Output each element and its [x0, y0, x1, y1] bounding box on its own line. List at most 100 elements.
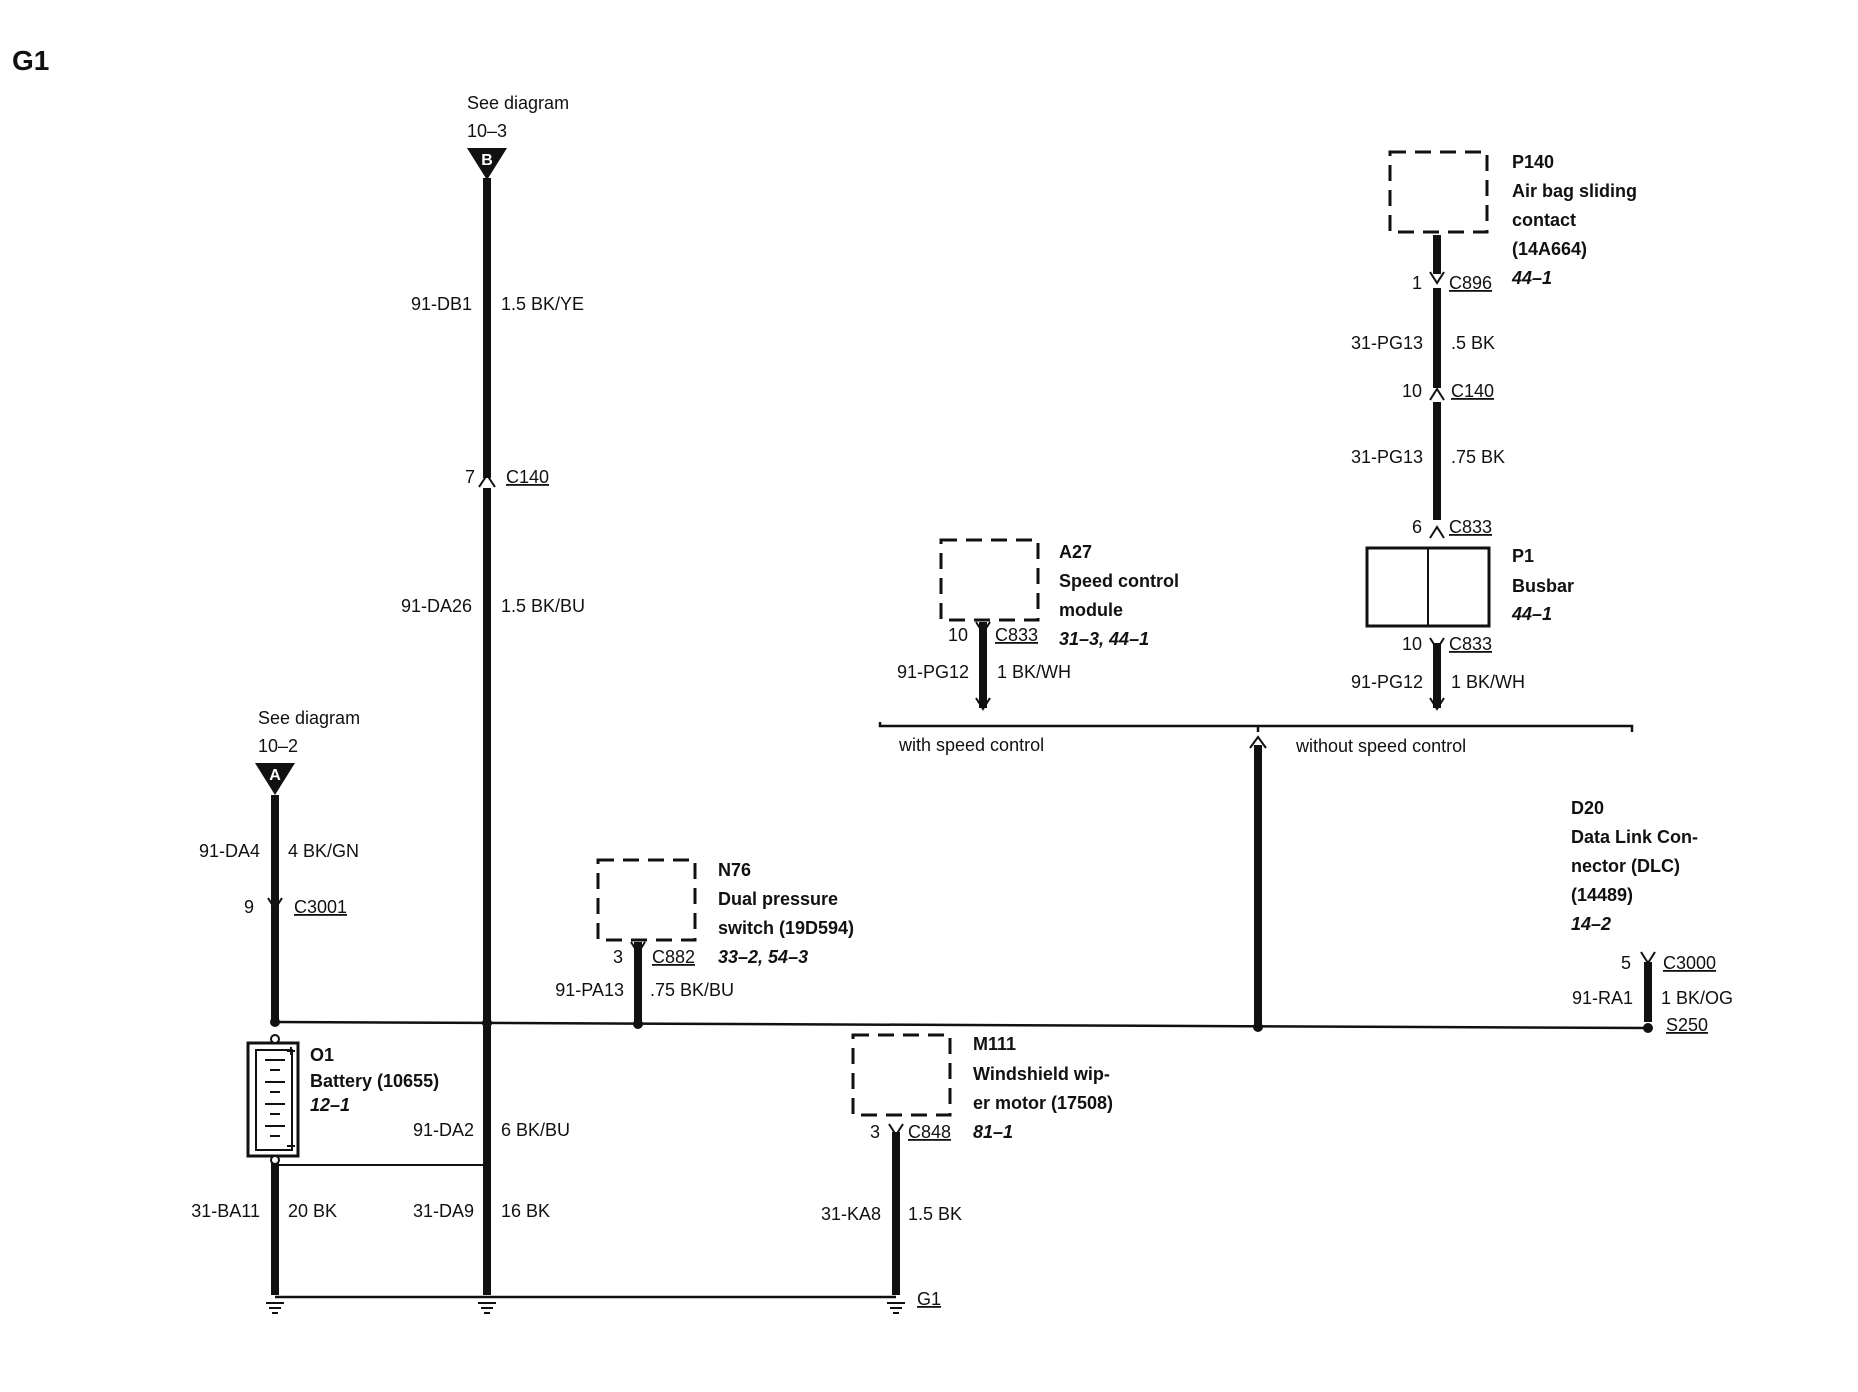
- see-diagram-b-ref[interactable]: 10–3: [467, 121, 507, 141]
- p140-line2: contact: [1512, 210, 1576, 230]
- connector-c833[interactable]: C833: [995, 625, 1038, 645]
- p1-code: P1: [1512, 546, 1534, 566]
- m111-code: M111: [973, 1034, 1016, 1054]
- m111-ref[interactable]: 81–1: [973, 1122, 1013, 1142]
- connector-c848[interactable]: C848: [908, 1122, 951, 1142]
- connector-pin: 3: [870, 1122, 880, 1142]
- junction-dot: [482, 1018, 492, 1028]
- wire-id: 91-PA13: [555, 980, 624, 1000]
- connector-c140[interactable]: C140: [506, 467, 549, 487]
- d20-line3: (14489): [1571, 885, 1633, 905]
- connector-pin: 10: [1402, 634, 1422, 654]
- wire-id: 91-DA26: [401, 596, 472, 616]
- connector-c3001[interactable]: C3001: [294, 897, 347, 917]
- connector-pin: 1: [1412, 273, 1422, 293]
- connector-c3000[interactable]: C3000: [1663, 953, 1716, 973]
- junction-dot: [270, 1017, 280, 1027]
- wire-id: 31-PG13: [1351, 447, 1423, 467]
- junction-dot: [633, 1019, 643, 1029]
- battery-icon[interactable]: [246, 1034, 300, 1165]
- p140-line3: (14A664): [1512, 239, 1587, 259]
- n76-code: N76: [718, 860, 751, 880]
- splice-dot: [1643, 1023, 1653, 1033]
- connector-chevron-icon: [1429, 697, 1445, 711]
- connector-chevron-icon: [888, 1123, 904, 1137]
- m111-line2: er motor (17508): [973, 1093, 1113, 1113]
- wire-spec: 1.5 BK/YE: [501, 294, 584, 314]
- junction-dot: [1253, 1022, 1263, 1032]
- see-diagram-a-label: See diagram: [258, 708, 360, 728]
- splice-s250[interactable]: S250: [1666, 1015, 1708, 1035]
- wire-id: 31-PG13: [1351, 333, 1423, 353]
- connector-chevron-icon: [975, 621, 991, 635]
- m111-line1: Windshield wip-: [973, 1064, 1110, 1084]
- wire-spec: 16 BK: [501, 1201, 550, 1221]
- n76-ref[interactable]: 33–2, 54–3: [718, 947, 808, 967]
- ground-icon: [266, 1302, 284, 1314]
- connector-chevron-icon: [267, 897, 283, 911]
- wire-id: 31-KA8: [821, 1204, 881, 1224]
- connector-pin: 7: [465, 467, 475, 487]
- wire-spec: 1 BK/WH: [997, 662, 1071, 682]
- p140-ref[interactable]: 44–1: [1511, 268, 1552, 288]
- connection-b-icon[interactable]: B: [467, 148, 507, 180]
- connector-pin: 10: [948, 625, 968, 645]
- option-bracket: [878, 722, 1634, 732]
- d20-ref[interactable]: 14–2: [1571, 914, 1611, 934]
- wire-spec: .75 BK: [1451, 447, 1505, 467]
- wire-spec: 6 BK/BU: [501, 1120, 570, 1140]
- battery-name: Battery (10655): [310, 1071, 439, 1091]
- connector-chevron-icon: [1640, 951, 1656, 965]
- wire-spec: 4 BK/GN: [288, 841, 359, 861]
- see-diagram-a-ref[interactable]: 10–2: [258, 736, 298, 756]
- p140-component-box[interactable]: [1388, 150, 1489, 234]
- wire-id: 91-DA4: [199, 841, 260, 861]
- page-title: G1: [12, 45, 49, 76]
- connector-c896[interactable]: C896: [1449, 273, 1492, 293]
- wire-spec: .5 BK: [1451, 333, 1495, 353]
- connector-chevron-icon: [975, 697, 991, 711]
- m111-component-box[interactable]: [851, 1033, 952, 1117]
- wire-id: 91-PG12: [1351, 672, 1423, 692]
- connector-chevron-icon: [1429, 525, 1445, 539]
- a27-line1: Speed control: [1059, 571, 1179, 591]
- connector-pin: 10: [1402, 381, 1422, 401]
- connector-c882[interactable]: C882: [652, 947, 695, 967]
- n76-line2: switch (19D594): [718, 918, 854, 938]
- wire-spec: 1.5 BK: [908, 1204, 962, 1224]
- wire-id: 31-BA11: [191, 1201, 260, 1221]
- a27-line2: module: [1059, 600, 1123, 620]
- p1-line1: Busbar: [1512, 576, 1574, 596]
- a27-ref[interactable]: 31–3, 44–1: [1059, 629, 1149, 649]
- a27-code: A27: [1059, 542, 1092, 562]
- d20-line2: nector (DLC): [1571, 856, 1680, 876]
- connector-c833[interactable]: C833: [1449, 634, 1492, 654]
- p140-line1: Air bag sliding: [1512, 181, 1637, 201]
- battery-code: O1: [310, 1045, 334, 1065]
- wire-spec: 20 BK: [288, 1201, 337, 1221]
- ground-g1[interactable]: G1: [917, 1289, 941, 1309]
- wire-id: 91-RA1: [1572, 988, 1633, 1008]
- wire-id: 91-PG12: [897, 662, 969, 682]
- ground-icon: [887, 1302, 905, 1314]
- n76-line1: Dual pressure: [718, 889, 838, 909]
- d20-line1: Data Link Con-: [1571, 827, 1698, 847]
- a27-component-box[interactable]: [939, 538, 1040, 622]
- connector-pin: 9: [244, 897, 254, 917]
- option-without-speed-control: without speed control: [1295, 736, 1466, 756]
- ground-icon: [478, 1302, 496, 1314]
- option-with-speed-control: with speed control: [898, 735, 1044, 755]
- connector-c833[interactable]: C833: [1449, 517, 1492, 537]
- connection-a-icon[interactable]: A: [255, 763, 295, 795]
- connector-chevron-icon: [1429, 387, 1445, 401]
- n76-component-box[interactable]: [596, 858, 697, 942]
- svg-text:A: A: [269, 767, 281, 784]
- p1-ref[interactable]: 44–1: [1511, 604, 1552, 624]
- wire-spec: 1 BK/OG: [1661, 988, 1733, 1008]
- connector-c140[interactable]: C140: [1451, 381, 1494, 401]
- wire-id: 91-DB1: [411, 294, 472, 314]
- d20-code: D20: [1571, 798, 1604, 818]
- connector-chevron-icon: [630, 941, 646, 955]
- battery-ref[interactable]: 12–1: [310, 1095, 350, 1115]
